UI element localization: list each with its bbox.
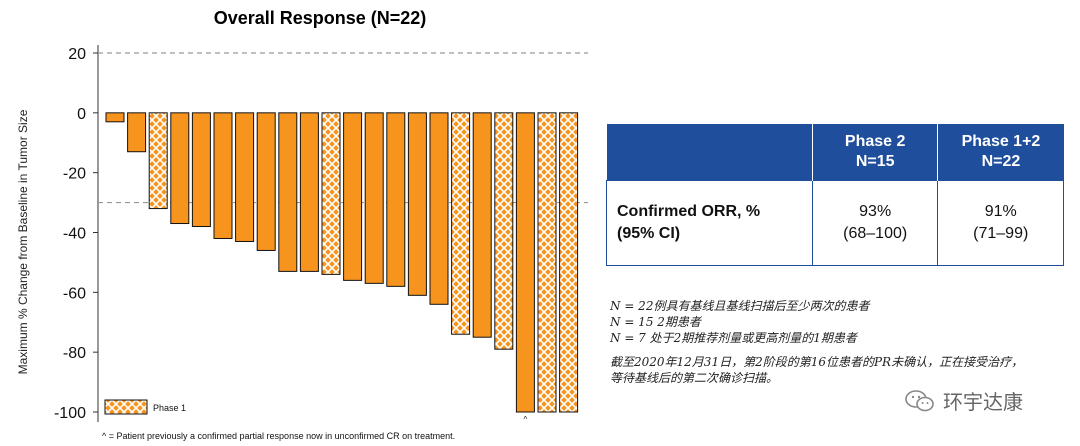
bar [127, 112, 147, 153]
legend-label-phase1: Phase 1 [153, 403, 186, 413]
bar [299, 112, 319, 272]
y-tick-label: -80 [63, 345, 86, 362]
note-line: 截至2020年12月31日，第2阶段的第16位患者的PR未确认，正在接受治疗， [610, 355, 1024, 369]
annotation-caret: ^ [524, 415, 528, 424]
note-line: 等待基线后的第二次确诊扫描。 [610, 371, 779, 385]
bar [256, 112, 276, 251]
bar [515, 112, 535, 413]
bars: ^ [105, 112, 579, 424]
bar [407, 112, 427, 296]
bar [191, 112, 211, 228]
y-tick-label: -100 [54, 405, 86, 422]
legend-swatch-phase1 [104, 399, 148, 415]
note-line: N = 15 2期患者 [610, 315, 701, 329]
bar [213, 112, 233, 239]
orr-table-row: Confirmed ORR, %(95% CI) 93%(68–100) 91%… [606, 180, 1064, 266]
bar [235, 112, 255, 242]
bar [386, 112, 406, 287]
bar-phase1 [148, 112, 168, 210]
bar-phase1 [559, 112, 579, 413]
bar [105, 112, 125, 123]
bar-phase1 [451, 112, 471, 335]
y-axis-label: Maximum % Change from Baseline in Tumor … [16, 109, 30, 375]
footnote: ^ = Patient previously a confirmed parti… [102, 431, 456, 441]
bar-phase1 [321, 112, 341, 275]
bar [429, 112, 449, 305]
y-tick-label: 0 [77, 106, 86, 123]
watermark: 环宇达康 [905, 386, 1023, 415]
bar-phase1 [494, 112, 514, 350]
waterfall-chart: 20 0 -20 -40 -60 -80 -100 ^ Phase 1 [54, 45, 588, 424]
legend: Phase 1 [104, 399, 186, 415]
header-empty [606, 124, 813, 181]
bar [364, 112, 384, 284]
bar [278, 112, 298, 272]
watermark-text: 环宇达康 [943, 390, 1023, 414]
bar [170, 112, 190, 225]
bar [343, 112, 363, 281]
note-line: N = 22例具有基线且基线扫描后至少两次的患者 [610, 299, 870, 313]
y-tick-label: -60 [63, 285, 86, 302]
chart-title: Overall Response (N=22) [213, 8, 427, 28]
y-tick-label: 20 [68, 46, 86, 63]
wechat-icon [905, 389, 934, 411]
y-tick-label: -20 [63, 166, 86, 183]
y-tick-label: -40 [63, 226, 86, 243]
cell-phase2-orr: 93%(68–100) [811, 180, 939, 266]
note-line: N = 7 处于2期推荐剂量或更高剂量的1期患者 [610, 331, 857, 345]
notes-block: N = 22例具有基线且基线扫描后至少两次的患者 N = 15 2期患者 N =… [610, 298, 1023, 386]
bar-phase1 [537, 112, 557, 413]
row-label-confirmed-orr: Confirmed ORR, %(95% CI) [606, 180, 813, 266]
bar [472, 112, 492, 338]
cell-phase12-orr: 91%(71–99) [937, 180, 1064, 266]
